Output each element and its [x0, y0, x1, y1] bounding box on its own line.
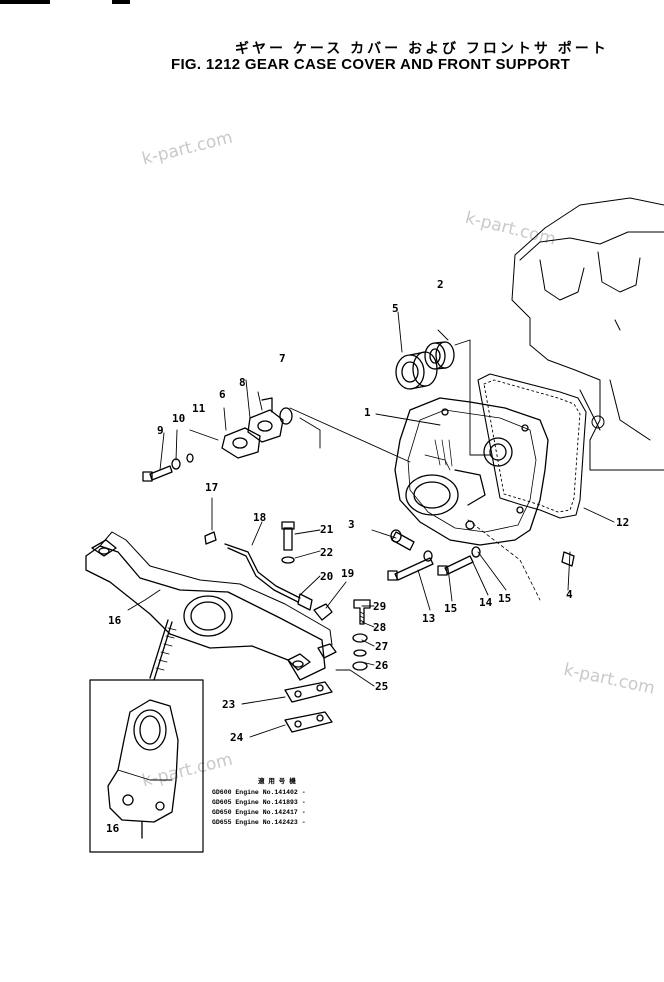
callout-12: 12: [616, 516, 630, 529]
callout-29: 29: [373, 600, 387, 613]
bolt-13: [387, 557, 434, 581]
callout-4: 4: [566, 588, 573, 601]
top-edge-mark: [0, 0, 50, 4]
drain-pipe: [204, 531, 313, 611]
callout-25: 25: [375, 680, 389, 693]
oil-seal: [424, 341, 455, 370]
callout-16-inset: 16: [106, 822, 120, 835]
engine-block-outline: [511, 197, 664, 471]
serial-note-row: GD605 Engine No.141893 -: [212, 799, 306, 806]
figure-title: FIG. 1212 GEAR CASE COVER AND FRONT SUPP…: [171, 56, 571, 73]
leader-lines: [127, 311, 615, 738]
serial-note-row: GD655 Engine No.142423 -: [212, 819, 306, 826]
bolt-3: [390, 529, 415, 551]
serial-note-row: GD600 Engine No.141402 -: [212, 789, 306, 796]
callout-6: 6: [219, 388, 226, 401]
shim-24: [284, 711, 333, 733]
gasket: [477, 373, 587, 519]
front-support-variant: [107, 699, 179, 839]
callout-18: 18: [253, 511, 267, 524]
washer-22: [281, 556, 295, 564]
callout-24: 24: [230, 731, 244, 744]
variant-inset-frame: [89, 679, 204, 853]
callout-15-b: 15: [498, 592, 512, 605]
callout-7: 7: [279, 352, 286, 365]
top-edge-mark: [112, 0, 130, 4]
front-support: [85, 531, 337, 681]
callout-8: 8: [239, 376, 246, 389]
washer-26: [352, 661, 368, 671]
figure-title-japanese: ギヤー ケース カバー および フロントサ ポート: [235, 40, 609, 56]
callout-26: 26: [375, 659, 389, 672]
washer-27: [353, 649, 367, 657]
callout-13: 13: [422, 612, 436, 625]
threaded-rod: [149, 619, 177, 681]
callout-1: 1: [364, 406, 371, 419]
callout-17: 17: [205, 481, 219, 494]
bearing: [395, 351, 438, 390]
washer-15: [423, 550, 433, 562]
serial-note-heading: 適 用 号 機: [258, 778, 296, 785]
callout-16: 16: [108, 614, 122, 627]
washer-10: [171, 458, 181, 470]
callout-14: 14: [479, 596, 493, 609]
washer-11: [186, 453, 194, 463]
callout-27: 27: [375, 640, 389, 653]
callout-21: 21: [320, 523, 334, 536]
cover-plate: [221, 427, 261, 459]
callout-23: 23: [222, 698, 236, 711]
callout-3: 3: [348, 518, 355, 531]
callout-28: 28: [373, 621, 387, 634]
bolt-9: [142, 465, 173, 482]
serial-note-row: GD650 Engine No.142417 -: [212, 809, 306, 816]
stud-bolt: [353, 599, 371, 625]
elbow-19: [313, 603, 333, 621]
callout-9: 9: [157, 424, 164, 437]
callout-11: 11: [192, 402, 206, 415]
callout-20: 20: [320, 570, 334, 583]
bolt-4: [561, 551, 575, 567]
callout-15: 15: [444, 602, 458, 615]
callout-10: 10: [172, 412, 186, 425]
callout-19: 19: [341, 567, 355, 580]
bolt-14: [437, 555, 474, 576]
washer-15: [471, 546, 481, 558]
washer-28: [352, 633, 368, 643]
gear-case-cover: [394, 397, 549, 546]
callout-2: 2: [437, 278, 444, 291]
shim-23: [284, 681, 333, 703]
o-ring-7: [279, 407, 293, 425]
bolt-21: [281, 521, 295, 551]
plate-8: [247, 397, 284, 443]
callout-5: 5: [392, 302, 399, 315]
callout-22: 22: [320, 546, 334, 559]
